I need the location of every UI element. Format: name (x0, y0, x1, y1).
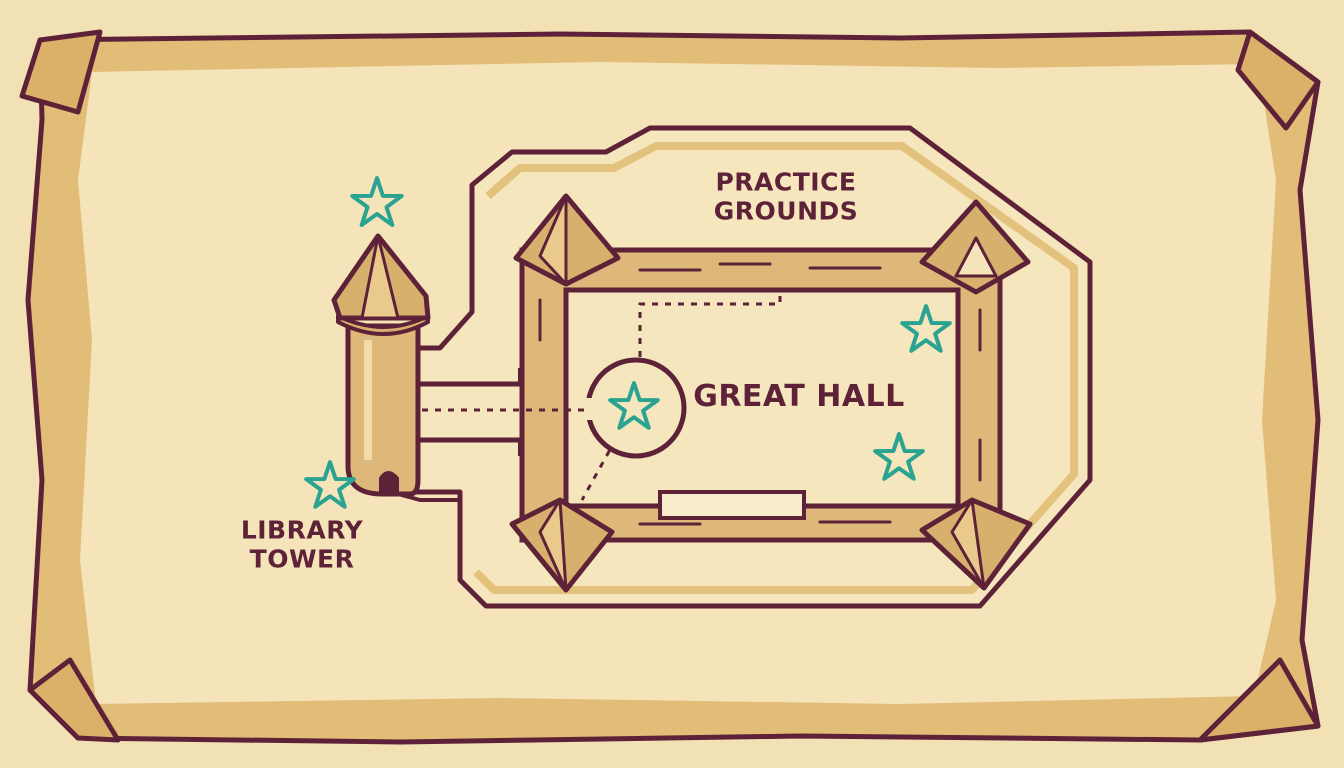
label-practice-grounds: PRACTICE GROUNDS (713, 167, 859, 226)
corner-fold-bottom-right (1197, 657, 1321, 743)
label-library-line2: TOWER (249, 544, 355, 573)
star-icon (304, 460, 356, 509)
star-icon (900, 304, 952, 353)
corner-fold-bottom-left (27, 657, 121, 743)
library-tower (331, 233, 460, 502)
corner-fold-top-left (19, 29, 103, 115)
star-icon (350, 176, 404, 227)
corner-tower-top-left (513, 193, 621, 287)
library-tower-door (379, 471, 399, 495)
hall-center-circle (585, 357, 687, 459)
label-great-hall: GREAT HALL (693, 378, 905, 414)
label-library-tower: LIBRARY TOWER (240, 515, 364, 574)
corner-fold-top-right (1235, 29, 1321, 131)
star-icon (873, 432, 925, 481)
star-markers (304, 176, 952, 509)
great-hall-bench (658, 490, 806, 520)
label-library-line1: LIBRARY (240, 515, 364, 545)
star-icon (608, 381, 660, 430)
label-practice-line2: GROUNDS (713, 196, 859, 225)
corner-tower-bottom-left (509, 497, 615, 593)
corner-tower-top-right (919, 199, 1031, 295)
corner-tower-bottom-right (919, 497, 1033, 591)
label-practice-line1: PRACTICE (715, 167, 857, 197)
